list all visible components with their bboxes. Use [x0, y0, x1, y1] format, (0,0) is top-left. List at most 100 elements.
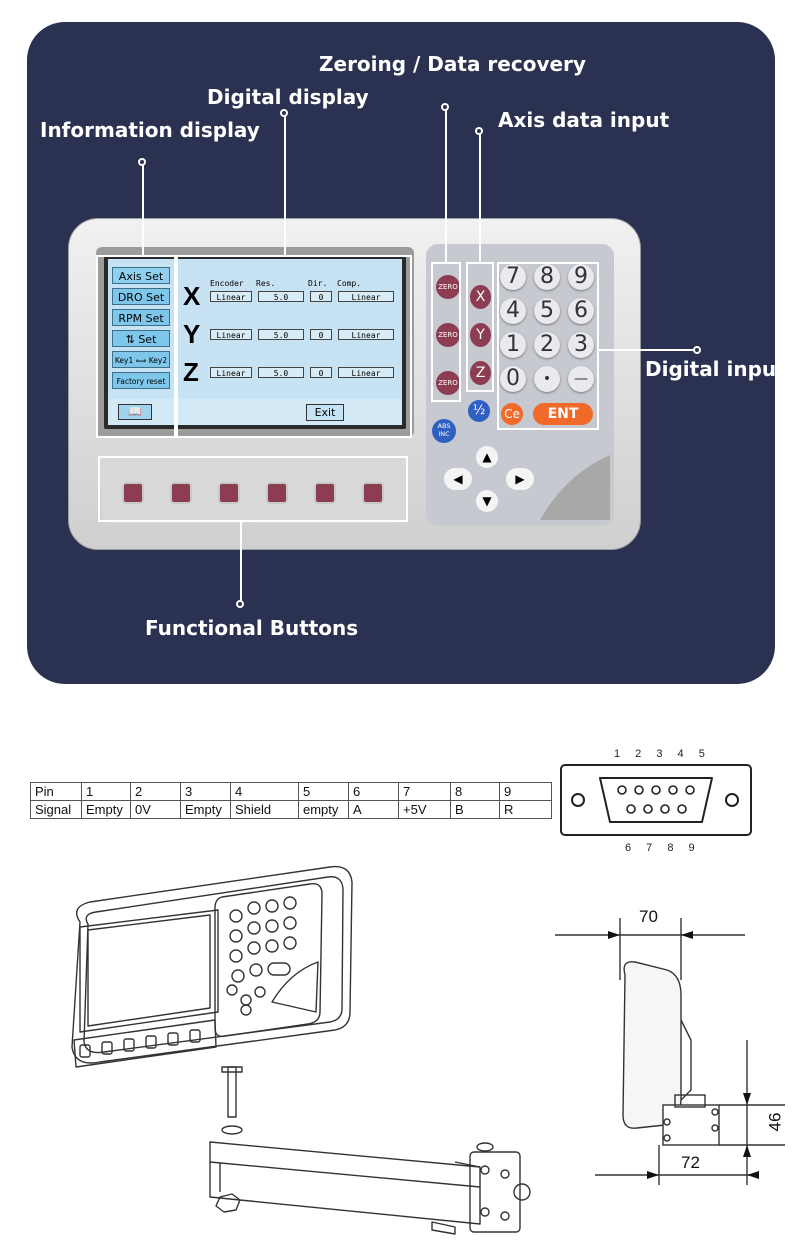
callout-digital-input: Digital input	[645, 357, 786, 381]
half-button[interactable]: ½	[468, 400, 490, 422]
arrow-down-button[interactable]: ▼	[476, 490, 498, 512]
arrow-left-button[interactable]: ◀	[444, 468, 472, 490]
signal-cell-8: B	[450, 800, 500, 819]
function-button-6[interactable]	[362, 482, 384, 504]
connector-bottom-pin-numbers: 6 7 8 9	[625, 842, 701, 854]
ce-button[interactable]: Ce	[501, 403, 523, 425]
key-swap-button[interactable]: Key1 ⟺ Key2	[112, 351, 170, 368]
exit-button[interactable]: Exit	[306, 404, 344, 421]
arrow-up-button[interactable]: ▲	[476, 446, 498, 468]
digital-input-outline	[497, 262, 599, 430]
axis-y-label: Y	[183, 319, 201, 349]
manual-button[interactable]: 📖	[118, 404, 152, 420]
z-comp-field[interactable]: Linear	[338, 367, 394, 378]
pin-cell-4: 4	[230, 782, 299, 801]
arrow-up-icon: ▲	[482, 450, 492, 464]
key-4[interactable]: 4	[500, 298, 526, 324]
pin-cell-9: 9	[499, 782, 552, 801]
axis-outline	[466, 262, 494, 392]
y-encoder-field[interactable]: Linear	[210, 329, 252, 340]
side-view-drawing	[555, 918, 785, 1185]
rpm-set-button[interactable]: RPM Set	[112, 309, 170, 326]
signal-cell-4: Shield	[230, 800, 299, 819]
callout-information-display: Information display	[40, 118, 260, 142]
signal-cell-2: 0V	[130, 800, 181, 819]
digital-input-leader-dot	[693, 346, 701, 354]
db9-connector-icon	[560, 764, 752, 836]
axis-y-button[interactable]: Y	[470, 323, 491, 347]
dro-set-button[interactable]: DRO Set	[112, 288, 170, 305]
zero-leader-dot	[441, 103, 449, 111]
dimension-height-side: 46	[765, 1112, 785, 1132]
function-button-4[interactable]	[266, 482, 288, 504]
tool-set-button[interactable]: ⇅ Set	[112, 330, 170, 347]
zero-leader	[445, 109, 447, 262]
arrow-right-button[interactable]: ▶	[506, 468, 534, 490]
digital-display-leader-dot	[280, 109, 288, 117]
info-leader-dot	[138, 158, 146, 166]
header-comp: Comp.	[337, 279, 362, 288]
callout-functional-buttons: Functional Buttons	[145, 616, 359, 640]
pin-cell-1: 1	[81, 782, 131, 801]
x-res-field[interactable]: 5.0	[258, 291, 304, 302]
zero-y-button[interactable]: ZERO	[436, 323, 460, 347]
signal-row: Signal Empty 0V Empty Shield empty A +5V…	[30, 800, 552, 819]
callout-axis-data-input: Axis data input	[498, 108, 670, 132]
y-dir-field[interactable]: 0	[310, 329, 332, 340]
pin-cell-5: 5	[298, 782, 349, 801]
ent-button[interactable]: ENT	[533, 403, 593, 425]
arrow-right-icon: ▶	[515, 472, 525, 486]
digital-display-leader	[284, 115, 286, 255]
zero-outline	[431, 262, 461, 402]
key-3[interactable]: 3	[568, 332, 594, 358]
axis-x-button[interactable]: X	[470, 285, 491, 309]
key-8[interactable]: 8	[534, 264, 560, 290]
x-dir-field[interactable]: 0	[310, 291, 332, 302]
zero-z-button[interactable]: ZERO	[436, 371, 460, 395]
z-res-field[interactable]: 5.0	[258, 367, 304, 378]
function-button-3[interactable]	[218, 482, 240, 504]
arrow-down-icon: ▼	[482, 494, 492, 508]
key-9[interactable]: 9	[568, 264, 594, 290]
header-encoder: Encoder	[210, 279, 244, 288]
axis-z-label: Z	[183, 357, 199, 387]
header-dir: Dir.	[308, 279, 328, 288]
key-1[interactable]: 1	[500, 332, 526, 358]
factory-reset-button[interactable]: Factory reset	[112, 372, 170, 389]
lcd-bottom-bar	[108, 399, 402, 425]
digital-input-leader	[599, 349, 695, 351]
key-2[interactable]: 2	[534, 332, 560, 358]
info-display-outline	[96, 255, 176, 438]
tool-set-label: Set	[138, 333, 157, 346]
function-button-2[interactable]	[170, 482, 192, 504]
key-0[interactable]: 0	[500, 366, 526, 392]
direction-pad: ▲ ◀ ▶ ▼	[436, 446, 540, 514]
pin-signal-table: Pin 1 2 3 4 5 6 7 8 9 Signal Empty 0V Em…	[30, 782, 552, 819]
pin-cell-3: 3	[180, 782, 231, 801]
key-6[interactable]: 6	[568, 298, 594, 324]
signal-cell-6: A	[348, 800, 399, 819]
key-7[interactable]: 7	[500, 264, 526, 290]
signal-cell-5: empty	[298, 800, 349, 819]
arrow-left-icon: ◀	[453, 472, 463, 486]
axis-z-button[interactable]: Z	[470, 361, 491, 385]
z-dir-field[interactable]: 0	[310, 367, 332, 378]
pin-row: Pin 1 2 3 4 5 6 7 8 9	[30, 782, 552, 801]
axis-x-label: X	[183, 281, 201, 311]
key-minus[interactable]: —	[568, 366, 594, 392]
callout-digital-display: Digital display	[207, 85, 369, 109]
function-button-1[interactable]	[122, 482, 144, 504]
z-encoder-field[interactable]: Linear	[210, 367, 252, 378]
function-button-5[interactable]	[314, 482, 336, 504]
zero-x-button[interactable]: ZERO	[436, 275, 460, 299]
signal-header-cell: Signal	[30, 800, 82, 819]
x-encoder-field[interactable]: Linear	[210, 291, 252, 302]
x-comp-field[interactable]: Linear	[338, 291, 394, 302]
mounting-arm-drawing	[71, 865, 531, 1235]
y-res-field[interactable]: 5.0	[258, 329, 304, 340]
key-decimal[interactable]: •	[534, 366, 560, 392]
axis-set-button[interactable]: Axis Set	[112, 267, 170, 284]
y-comp-field[interactable]: Linear	[338, 329, 394, 340]
key-5[interactable]: 5	[534, 298, 560, 324]
